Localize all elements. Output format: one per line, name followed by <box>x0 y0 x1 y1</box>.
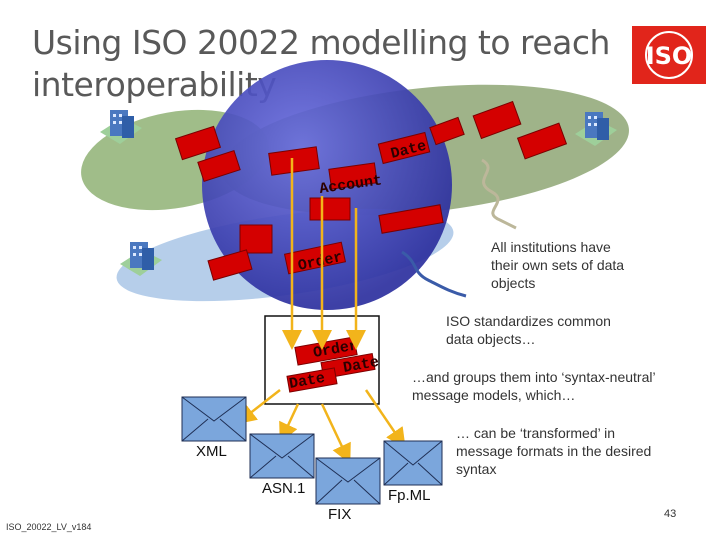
page-number: 43 <box>664 508 676 520</box>
note-standardizes: ISO standardizes common data objects… <box>446 312 642 348</box>
arrow-box-to-fix <box>322 404 346 455</box>
arrow-box-to-fpml <box>366 390 400 440</box>
arrow-box-to-asn1 <box>284 404 298 434</box>
label-xml: XML <box>196 443 227 460</box>
envelope-fpml-icon <box>384 441 442 485</box>
envelope-xml-icon <box>182 397 246 441</box>
envelope-fix-icon <box>316 458 380 504</box>
label-fix: FIX <box>328 506 351 523</box>
data-object-brick <box>310 198 350 220</box>
note-institutions: All institutions have their own sets of … <box>491 238 641 292</box>
data-object-brick <box>240 225 272 253</box>
footer-document-id: ISO_20022_LV_v184 <box>6 522 91 532</box>
note-transformed: … can be ‘transformed’ in message format… <box>456 424 652 478</box>
envelope-asn1-icon <box>250 434 314 478</box>
label-fpml: Fp.ML <box>388 487 431 504</box>
note-groups: …and groups them into ‘syntax-neutral’ m… <box>412 368 664 404</box>
label-asn1: ASN.1 <box>262 480 305 497</box>
